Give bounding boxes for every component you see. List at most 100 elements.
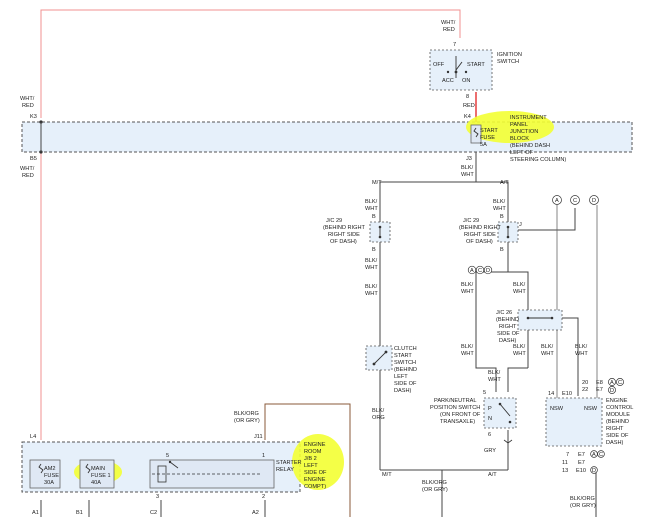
component-label: (BEHIND	[606, 419, 629, 425]
pin-label: C2	[150, 510, 157, 516]
pin-label: B1	[76, 510, 83, 516]
pin-label: B5	[30, 156, 37, 162]
junction-connector-26: J/C 26 (BEHIND RIGHT SIDE OF DASH)	[496, 309, 563, 344]
pin-label: E10	[576, 468, 586, 474]
branch-label-at: A/T	[500, 180, 509, 186]
engine-room-junction-block: BLK/ORG (OR GRY) J11 AM2 FUSE 30A MAIN F…	[21, 411, 344, 516]
clutch-start-switch: CLUTCH START SWITCH (BEHIND LEFT SIDE OF…	[365, 345, 417, 421]
switch-contact	[464, 70, 468, 74]
circle-ref-label: A	[555, 198, 559, 204]
wire-label: BLK/	[372, 408, 385, 414]
component-label: SIDE OF	[394, 381, 417, 387]
start-fuse	[470, 124, 482, 144]
wire-label: BLK/	[365, 284, 378, 290]
switch-contact	[508, 420, 512, 424]
engine-control-module: 14 E10 20 22 E8 E7 A C D NSW NSW ENGINE …	[545, 378, 633, 509]
circle-ref-label: D	[610, 388, 614, 394]
switch-contact	[498, 402, 502, 406]
switch-pos-p: P	[488, 406, 492, 412]
circle-ref-label: D	[592, 198, 596, 204]
component-label: (BEHIND	[394, 367, 417, 373]
highlight-engine-room	[292, 434, 344, 490]
pin-label: 1	[262, 453, 265, 459]
highlight-start-fuse	[466, 111, 554, 143]
component-label: STARTER	[276, 460, 302, 466]
switch-pos-off: OFF	[433, 62, 445, 68]
switch-pos-n: N	[488, 416, 492, 422]
wire-label: RED	[22, 103, 34, 109]
component-label: RIGHT SIDE	[464, 232, 496, 238]
fuse-label: MAIN	[91, 466, 105, 472]
wire-label: WHT	[461, 289, 474, 295]
fuse-label: 40A	[91, 480, 101, 486]
component-label: SWITCH	[497, 59, 519, 65]
connector-chevron-icon	[503, 439, 513, 444]
circle-ref-c	[616, 378, 624, 386]
component-label: RELAY	[276, 467, 294, 473]
component-label: OF DASH)	[330, 239, 357, 245]
component-label: SIDE OF	[304, 470, 327, 476]
fuse-symbol-icon	[38, 463, 44, 474]
component-label: CONTROL	[606, 405, 633, 411]
pin-label: K3	[30, 114, 37, 120]
fuse-label: 5A	[480, 142, 487, 148]
pin-label: 20	[582, 380, 588, 386]
circle-ref-label: C	[478, 268, 482, 274]
branch-label-mt: M/T	[382, 472, 392, 478]
wire-wht-red-top	[40, 9, 461, 118]
wire-label: WHT	[461, 351, 474, 357]
pin-label: B	[500, 247, 504, 253]
wire-label: RED	[463, 103, 475, 109]
component-label: (BEHIND DASH	[510, 143, 550, 149]
fuse-symbol-icon	[85, 463, 91, 474]
fuse-label: AM2	[44, 466, 56, 472]
component-label: IGNITION	[497, 52, 522, 58]
terminal-dot	[168, 460, 172, 464]
pin-label: 22	[582, 387, 588, 393]
pin-label: 2	[262, 494, 265, 500]
circle-ref-label: C	[618, 380, 622, 386]
fuse-label: 30A	[44, 480, 54, 486]
wire-mt-branch	[379, 181, 476, 222]
pin-label: B	[372, 214, 376, 220]
switch-blade	[373, 351, 387, 365]
circle-ref-label: C	[573, 198, 577, 204]
pin-label: E7	[596, 387, 603, 393]
switch-blade	[499, 403, 511, 417]
wire-label: WHT	[461, 172, 474, 178]
pin-label: 13	[562, 468, 568, 474]
component-label: RIGHT	[606, 426, 624, 432]
wire-to-pn-right	[507, 367, 528, 392]
wire-label: WHT/	[20, 166, 35, 172]
jc26-box	[517, 309, 563, 331]
wire-label: WHT	[513, 351, 526, 357]
component-label: PANEL	[510, 122, 528, 128]
park-neutral-switch: PARK/NEUTRAL POSITION SWITCH (ON FRONT O…	[430, 390, 517, 454]
wire-label: WHT/	[20, 96, 35, 102]
component-label: (BEHIND	[496, 317, 519, 323]
component-label: J/C 29	[463, 218, 479, 224]
branch-label-mt: M/T	[372, 180, 382, 186]
circle-ref-d	[483, 265, 493, 275]
component-label: BLOCK	[510, 136, 529, 142]
pin-label: J11	[254, 434, 263, 440]
pin-label: 5	[166, 453, 169, 459]
main-fuse-box	[79, 459, 115, 489]
component-label: J/C 26	[496, 310, 512, 316]
wire-label: BLK/	[461, 165, 474, 171]
wire-label: RED	[443, 27, 455, 33]
circle-ref-label: D	[486, 268, 490, 274]
wire-label: (OR GRY)	[570, 503, 596, 509]
circle-ref-label: C	[599, 452, 603, 458]
component-label: DASH)	[606, 440, 624, 446]
component-label: COMPT)	[304, 484, 326, 490]
pin-label: E10	[562, 391, 572, 397]
wire-label: ORG	[372, 415, 385, 421]
wire-label: WHT	[365, 265, 378, 271]
circle-ref-d	[590, 466, 598, 474]
wire-label: BLK/ORG	[234, 411, 259, 417]
circle-ref-a	[552, 195, 562, 205]
component-label: START	[394, 353, 412, 359]
component-label: DASH)	[499, 338, 517, 344]
component-label: JUNCTION	[510, 129, 538, 135]
